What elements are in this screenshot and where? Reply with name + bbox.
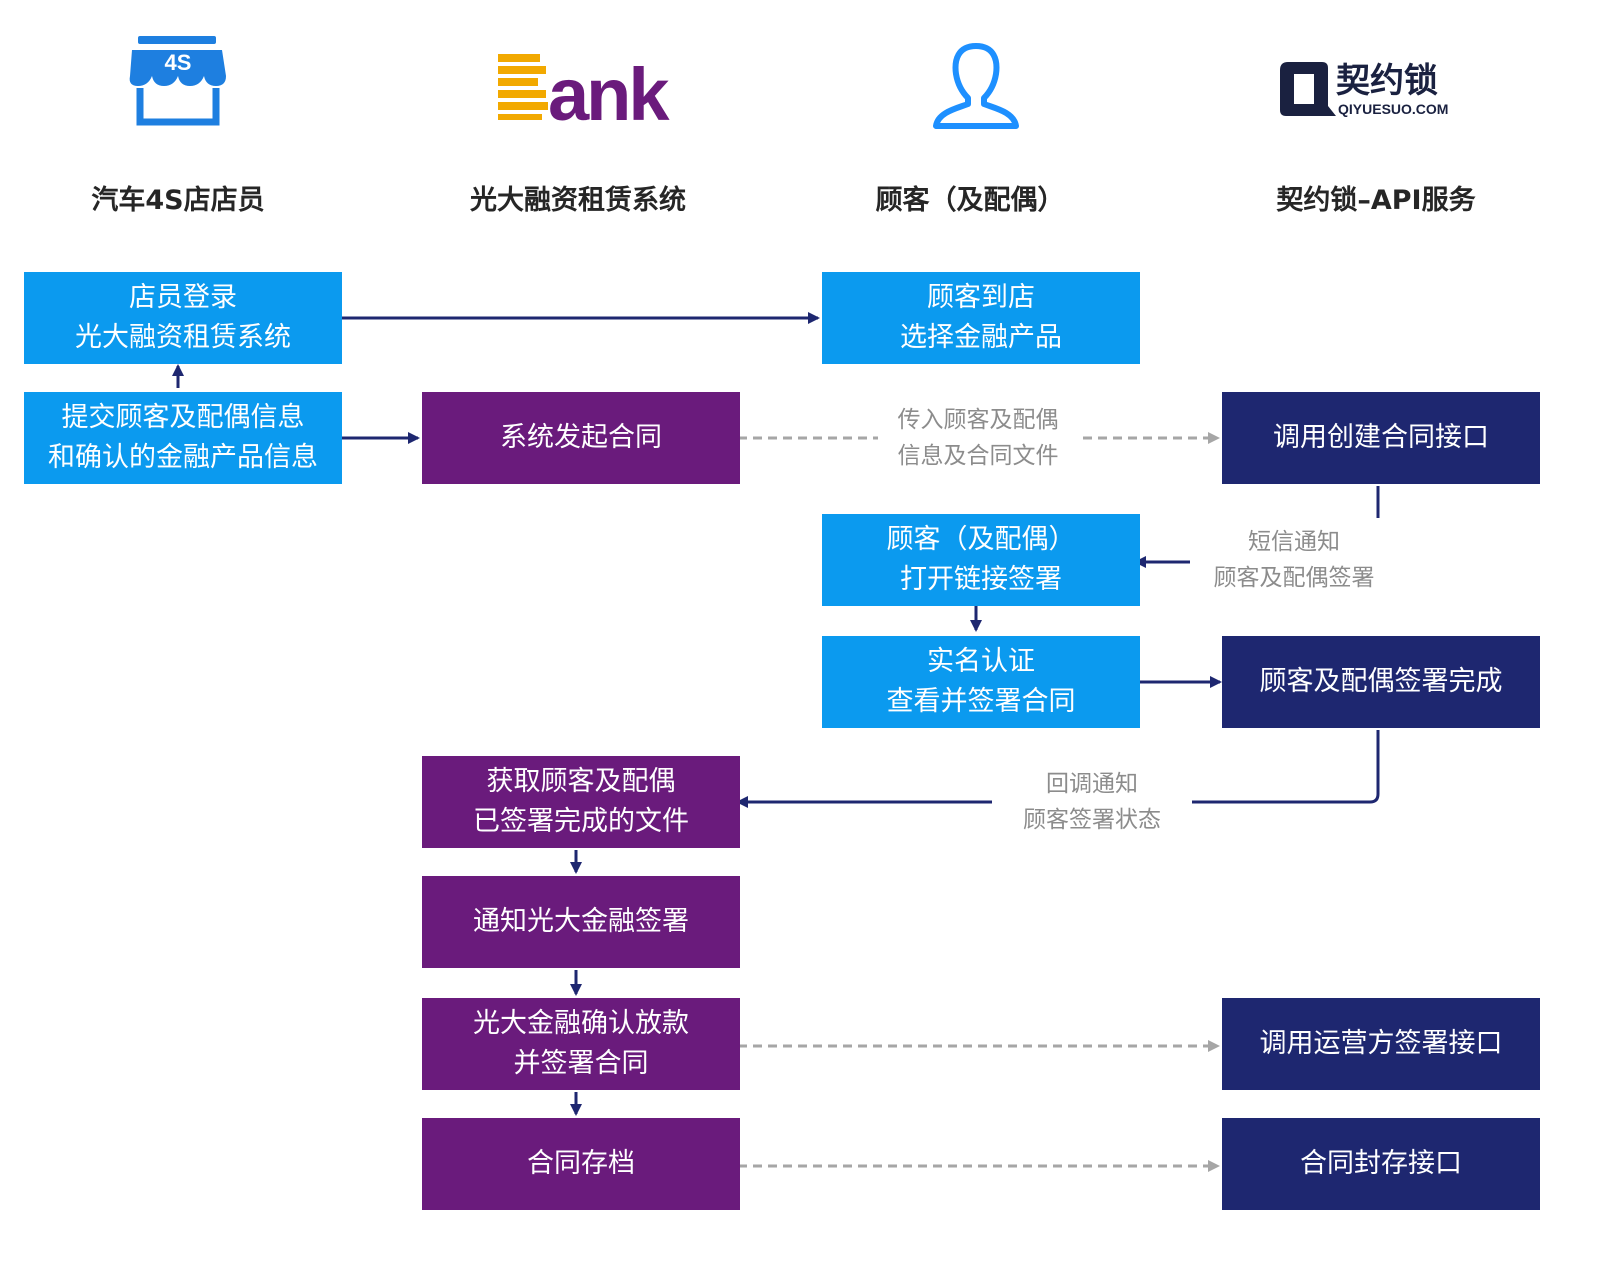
step-seal-api: 合同封存接口 bbox=[1222, 1118, 1540, 1210]
step-operator-sign-api: 调用运营方签署接口 bbox=[1222, 998, 1540, 1090]
note-callback: 回调通知顾客签署状态 bbox=[992, 766, 1192, 838]
arrow-complete-to-fetch bbox=[736, 730, 1380, 808]
qiyuesuo-logo-subtext: QIYUESUO.COM bbox=[1338, 101, 1448, 117]
store-logo-text: 4S bbox=[165, 50, 192, 75]
step-customer-arrival: 顾客到店选择金融产品 bbox=[822, 272, 1140, 364]
step-open-link: 顾客（及配偶）打开链接签署 bbox=[822, 514, 1140, 606]
step-verify-sign: 实名认证查看并签署合同 bbox=[822, 636, 1140, 728]
store-icon: 4S bbox=[128, 36, 228, 128]
svg-text:ank: ank bbox=[548, 53, 670, 126]
step-initiate-contract: 系统发起合同 bbox=[422, 392, 740, 484]
step-submit-info: 提交顾客及配偶信息和确认的金融产品信息 bbox=[24, 392, 342, 484]
step-notify-sign: 通知光大金融签署 bbox=[422, 876, 740, 968]
step-fetch-signed: 获取顾客及配偶已签署完成的文件 bbox=[422, 756, 740, 848]
lane-title-store: 汽车4S店店员 bbox=[91, 185, 265, 216]
step-signing-complete: 顾客及配偶签署完成 bbox=[1222, 636, 1540, 728]
note-sms-notice: 短信通知顾客及配偶签署 bbox=[1194, 524, 1394, 596]
step-archive: 合同存档 bbox=[422, 1118, 740, 1210]
step-confirm-loan: 光大金融确认放款并签署合同 bbox=[422, 998, 740, 1090]
lane-title-customer: 顾客（及配偶） bbox=[875, 185, 1065, 216]
step-clerk-login: 店员登录光大融资租赁系统 bbox=[24, 272, 342, 364]
bank-logo: ank bbox=[494, 48, 674, 136]
note-pass-info: 传入顾客及配偶信息及合同文件 bbox=[878, 402, 1078, 474]
customer-user-icon bbox=[928, 40, 1024, 132]
qiyuesuo-logo: 契约锁 QIYUESUO.COM bbox=[1276, 54, 1476, 120]
lane-title-qiyuesuo: 契约锁–API服务 bbox=[1276, 185, 1476, 216]
step-create-contract-api: 调用创建合同接口 bbox=[1222, 392, 1540, 484]
lane-title-bank: 光大融资租赁系统 bbox=[470, 185, 686, 216]
qiyuesuo-logo-text: 契约锁 bbox=[1336, 61, 1438, 101]
arrow-create-to-open-link bbox=[1136, 486, 1380, 562]
